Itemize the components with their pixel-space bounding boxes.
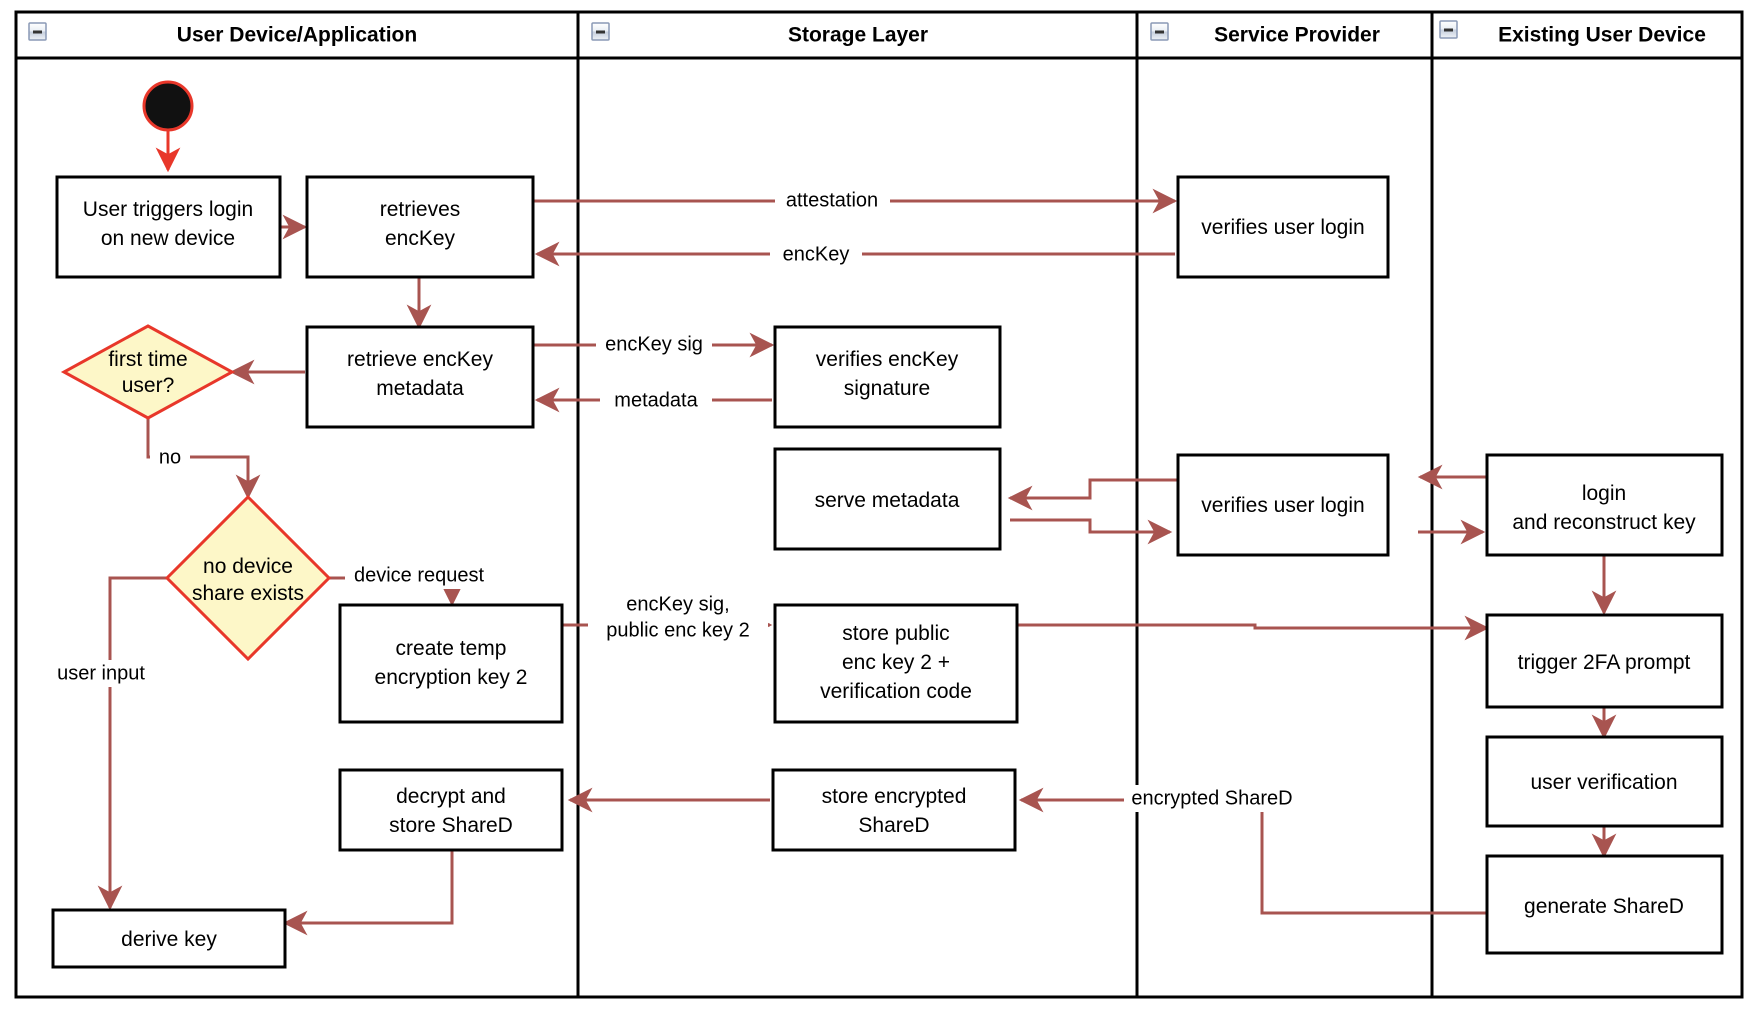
node-trigger-2fa-prompt[interactable]: trigger 2FA prompt: [1485, 613, 1724, 709]
edge-label-encrypted-shared: encrypted ShareD: [1131, 787, 1292, 809]
node-label-line: decrypt and: [396, 785, 506, 808]
node-label-line: derive key: [121, 928, 217, 951]
node-label-line: serve metadata: [815, 489, 960, 512]
node-generate-shared[interactable]: generate ShareD: [1485, 854, 1724, 955]
node-label-line: share exists: [192, 582, 304, 605]
edge-label-device-request: device request: [354, 564, 485, 586]
lane-title-existing-device: Existing User Device: [1498, 24, 1706, 47]
node-label-line: user verification: [1530, 771, 1677, 794]
lane-title-storage: Storage Layer: [788, 24, 928, 47]
node-label-line: User triggers login: [83, 198, 253, 221]
node-label-line: verification code: [820, 680, 972, 703]
lane-header-user-device[interactable]: User Device/Application: [28, 22, 417, 47]
node-user-triggers-login[interactable]: User triggers login on new device: [55, 175, 282, 279]
node-verifies-enckey-signature[interactable]: verifies encKey signature: [773, 325, 1002, 429]
edge-storepub-to-2fa: [1017, 615, 1490, 641]
node-verifies-user-login-1[interactable]: verifies user login: [1176, 175, 1390, 279]
swimlane-outer-frame: [14, 10, 1744, 999]
node-label-line: user?: [122, 374, 175, 397]
node-first-time-user-decision[interactable]: first time user?: [60, 324, 236, 420]
node-label-line: store public: [842, 622, 949, 645]
node-decrypt-and-store-shared[interactable]: decrypt and store ShareD: [338, 768, 564, 852]
edge-label-enckey-sig: encKey sig: [605, 333, 703, 355]
edge-verifies-to-serve: [1007, 478, 1178, 511]
node-verifies-user-login-2[interactable]: verifies user login: [1176, 453, 1390, 557]
edge-serve-to-verifies: [1010, 518, 1173, 545]
node-label-line: encKey: [385, 227, 456, 250]
collapse-minus-icon[interactable]: [1150, 22, 1169, 41]
node-store-encrypted-shared[interactable]: store encrypted ShareD: [771, 768, 1017, 852]
edge-label-enckey: encKey: [783, 243, 850, 265]
lane-header-existing-device[interactable]: Existing User Device: [1439, 20, 1706, 47]
node-label-line: verifies user login: [1201, 216, 1364, 239]
node-label-line: no device: [203, 555, 293, 578]
node-user-verification[interactable]: user verification: [1485, 735, 1724, 828]
edge-label-no: no: [159, 446, 181, 468]
edge-user-input: [97, 576, 167, 911]
node-label-line: generate ShareD: [1524, 895, 1684, 918]
node-label-line: trigger 2FA prompt: [1518, 651, 1691, 674]
lane-header-storage[interactable]: Storage Layer: [591, 22, 928, 47]
edge-label-user-input: user input: [57, 662, 145, 684]
node-label-line: encryption key 2: [375, 666, 528, 689]
node-derive-key[interactable]: derive key: [51, 908, 287, 969]
edge-label-enckeysig-pubkey2-line: public enc key 2: [606, 619, 749, 641]
node-label-line: retrieve encKey: [347, 348, 493, 371]
node-label-line: store encrypted: [822, 785, 967, 808]
collapse-minus-icon[interactable]: [591, 22, 610, 41]
edge-decrypt-to-derive: [282, 849, 454, 936]
node-label-line: first time: [108, 348, 187, 371]
node-login-and-reconstruct-key[interactable]: login and reconstruct key: [1485, 453, 1724, 557]
node-label-line: create temp: [396, 637, 507, 660]
node-label-line: metadata: [376, 377, 464, 400]
lane-frame-group: [14, 10, 1744, 999]
node-label-line: enc key 2 +: [842, 651, 950, 674]
collapse-minus-icon[interactable]: [28, 22, 47, 41]
node-label-line: store ShareD: [389, 814, 513, 837]
lane-header-service-provider[interactable]: Service Provider: [1150, 22, 1380, 47]
initial-node[interactable]: [142, 80, 194, 132]
node-label-line: verifies user login: [1201, 494, 1364, 517]
node-label-line: retrieves: [380, 198, 461, 221]
node-label-line: and reconstruct key: [1512, 511, 1696, 534]
edge-labels-group: attestation encKey encKey sig metadata n…: [45, 187, 1300, 812]
node-label-line: ShareD: [858, 814, 929, 837]
node-no-device-share-exists-decision[interactable]: no device share exists: [164, 494, 332, 662]
node-label-line: login: [1582, 482, 1626, 505]
edge-label-attestation: attestation: [786, 189, 878, 211]
node-retrieves-enckey[interactable]: retrieves encKey: [305, 175, 535, 279]
edge-label-enckeysig-pubkey2-line: encKey sig,: [626, 593, 729, 615]
node-label-line: signature: [844, 377, 930, 400]
node-create-temp-encryption-key-2[interactable]: create temp encryption key 2: [338, 603, 564, 724]
node-retrieve-enckey-metadata[interactable]: retrieve encKey metadata: [305, 325, 535, 429]
lane-title-service-provider: Service Provider: [1214, 24, 1380, 47]
node-store-public-enc-key-2[interactable]: store public enc key 2 + verification co…: [773, 603, 1019, 724]
lane-title-user-device: User Device/Application: [177, 24, 417, 47]
node-serve-metadata[interactable]: serve metadata: [773, 447, 1002, 551]
collapse-minus-icon[interactable]: [1439, 20, 1458, 39]
edge-no-branch: [146, 418, 261, 500]
node-label-line: on new device: [101, 227, 235, 250]
node-label-line: verifies encKey: [816, 348, 959, 371]
edge-encrypted-shared: [1018, 787, 1487, 915]
edge-label-metadata: metadata: [614, 389, 698, 411]
